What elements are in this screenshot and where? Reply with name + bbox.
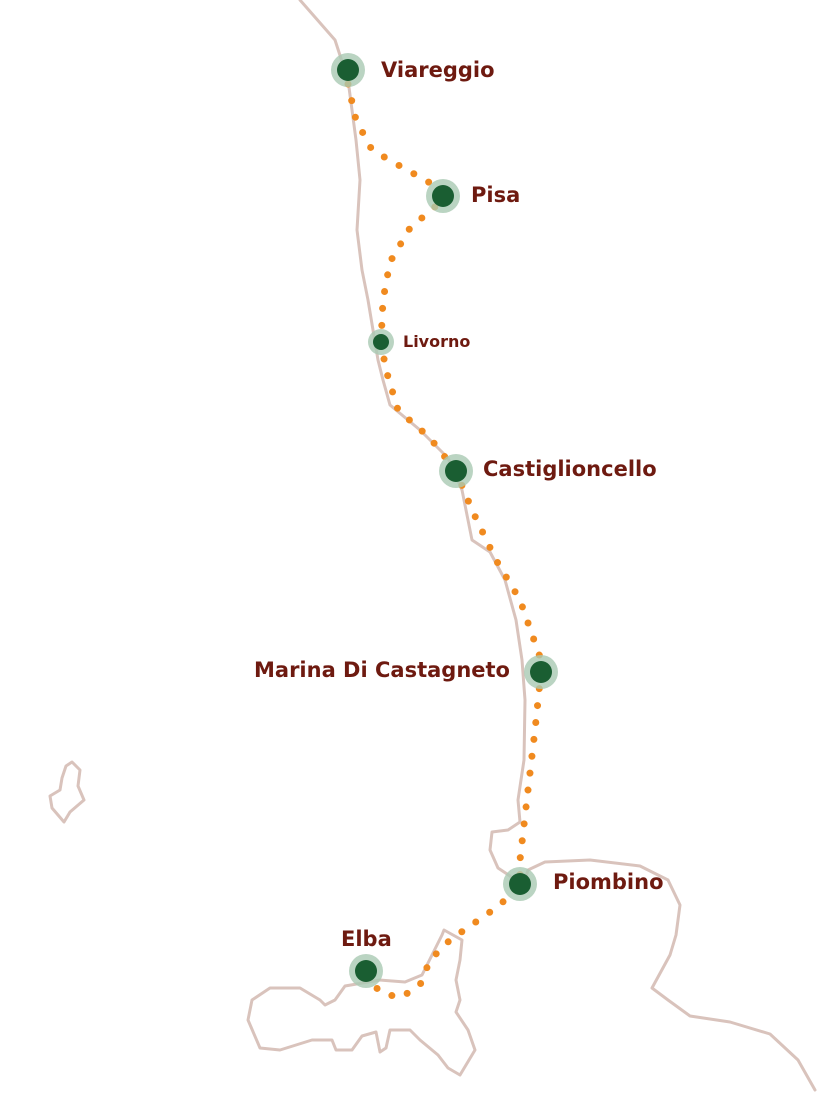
stop-label-marina-di-castagneto: Marina Di Castagneto	[254, 658, 510, 682]
stop-marker-marina-di-castagneto[interactable]	[530, 661, 552, 683]
stop-label-castiglioncello: Castiglioncello	[483, 457, 657, 481]
stop-marker-castiglioncello[interactable]	[445, 460, 467, 482]
stop-label-pisa: Pisa	[471, 183, 521, 207]
elba-island	[246, 928, 477, 1077]
mainland-coastline	[298, 0, 817, 1092]
stop-marker-pisa[interactable]	[432, 185, 454, 207]
stop-label-livorno: Livorno	[403, 332, 471, 351]
stop-marker-elba[interactable]	[355, 960, 377, 982]
stop-label-viareggio: Viareggio	[381, 58, 495, 82]
stop-label-piombino: Piombino	[553, 870, 664, 894]
stop-marker-viareggio[interactable]	[337, 59, 359, 81]
stop-label-elba: Elba	[341, 927, 392, 951]
route-line	[344, 80, 545, 1002]
stop-marker-livorno[interactable]	[373, 334, 389, 350]
stop-marker-piombino[interactable]	[509, 873, 531, 895]
small-island	[48, 760, 86, 824]
